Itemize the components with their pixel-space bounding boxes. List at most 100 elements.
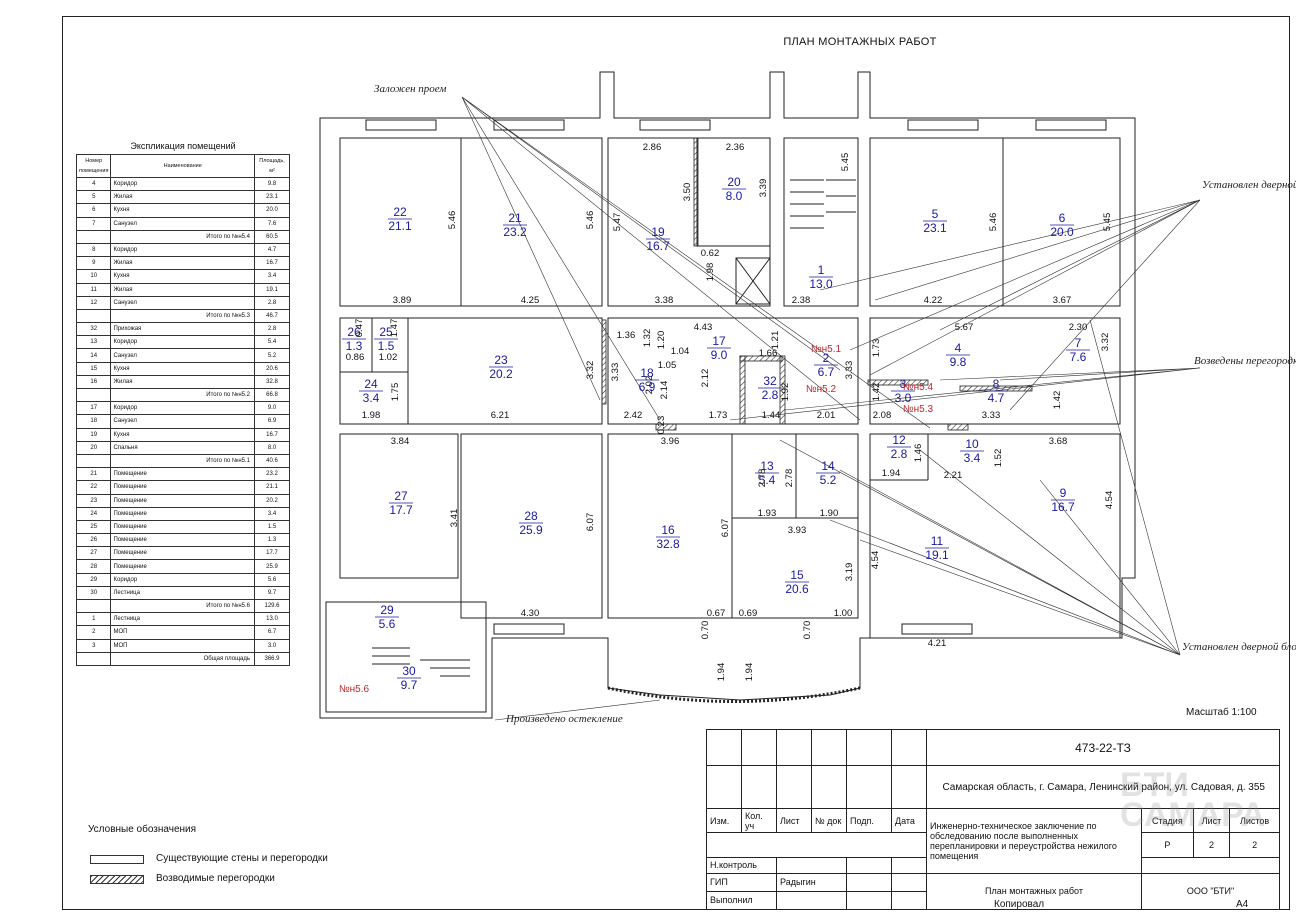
room-area-label: 25.9 bbox=[519, 523, 543, 537]
room-number-label: 24 bbox=[364, 377, 378, 391]
org: ООО "БТИ" bbox=[1141, 872, 1280, 911]
room-number-label: 8 bbox=[993, 377, 1000, 391]
dimension-label: 0.69 bbox=[739, 608, 758, 619]
dimension-label: 3.41 bbox=[449, 509, 460, 528]
unit-label: №н5.1 bbox=[811, 344, 842, 355]
room-number: 18 bbox=[75, 414, 112, 429]
dimension-label: 3.50 bbox=[682, 183, 693, 202]
dimension-label: 1.02 bbox=[379, 352, 398, 363]
room-number-label: 10 bbox=[965, 437, 979, 451]
dimension-label: 3.33 bbox=[844, 361, 855, 380]
annot-door1: Установлен дверной блок bbox=[1202, 179, 1296, 191]
h-list: Лист bbox=[776, 808, 812, 833]
sheet-label: Лист bbox=[1192, 808, 1231, 833]
room-number-label: 22 bbox=[393, 205, 407, 219]
room-number-label: 30 bbox=[402, 664, 416, 678]
dimension-label: 2.42 bbox=[624, 410, 643, 421]
room-area-label: 1.5 bbox=[378, 339, 395, 353]
drawing-frame bbox=[62, 16, 1290, 910]
room-number-label: 11 bbox=[931, 534, 944, 548]
dimension-label: 3.32 bbox=[1100, 333, 1111, 352]
dimension-label: 1.44 bbox=[762, 410, 781, 421]
dimension-label: 1.93 bbox=[758, 508, 777, 519]
room-area-label: 8.0 bbox=[726, 189, 743, 203]
dimension-label: 5.45 bbox=[1102, 213, 1113, 232]
room-number-label: 28 bbox=[524, 509, 538, 523]
vypolnil: Выполнил bbox=[706, 890, 777, 911]
explication-title: Экспликация помещений bbox=[130, 141, 236, 151]
room-number-label: 7 bbox=[1075, 336, 1082, 350]
room-area-label: 16.7 bbox=[1051, 500, 1075, 514]
room-number-label: 19 bbox=[651, 225, 665, 239]
dimension-label: 1.36 bbox=[617, 330, 636, 341]
room-number-label: 9 bbox=[1060, 486, 1067, 500]
dimension-label: 1.94 bbox=[744, 663, 755, 682]
title-block: 473-22-ТЗ Самарская область, г. Самара, … bbox=[706, 728, 1280, 911]
dimension-label: 3.96 bbox=[661, 436, 680, 447]
dimension-label: 6.07 bbox=[585, 513, 596, 532]
dimension-label: 2.01 bbox=[817, 410, 836, 421]
room-area: 13.0 bbox=[254, 612, 290, 627]
address: Самарская область, г. Самара, Ленинский … bbox=[926, 765, 1280, 810]
dimension-label: 0.70 bbox=[802, 621, 813, 640]
room-area-label: 4.7 bbox=[988, 391, 1005, 405]
annot-door2: Установлен дверной блок bbox=[1182, 641, 1296, 653]
room-area-label: 7.6 bbox=[1070, 350, 1087, 364]
room-area-label: 5.2 bbox=[820, 473, 837, 487]
h-ndok: № док bbox=[811, 808, 847, 833]
room-area-label: 2.8 bbox=[762, 388, 779, 402]
dimension-label: 2.36 bbox=[726, 142, 745, 153]
dimension-label: 1.94 bbox=[716, 663, 727, 682]
dimension-label: 1.75 bbox=[390, 383, 401, 402]
nkontr: Н.контроль bbox=[706, 856, 777, 874]
doc-code: 473-22-ТЗ bbox=[926, 728, 1280, 767]
room-number-label: 2 bbox=[823, 351, 830, 365]
dimension-label: 2.78 bbox=[757, 469, 768, 488]
dimension-label: 3.93 bbox=[788, 525, 807, 536]
room-number: 13 bbox=[75, 335, 112, 350]
room-area-label: 2.8 bbox=[891, 447, 908, 461]
dimension-label: 5.46 bbox=[988, 213, 999, 232]
room-number-label: 1 bbox=[818, 263, 825, 277]
room-number-label: 17 bbox=[712, 334, 726, 348]
room-number-label: 25 bbox=[379, 325, 393, 339]
dimension-label: 5.46 bbox=[447, 211, 458, 230]
room-area-label: 9.8 bbox=[950, 355, 967, 369]
org-name: ООО "БТИ" bbox=[1186, 886, 1235, 897]
room-number: 10 bbox=[75, 269, 112, 284]
dimension-label: 1.73 bbox=[871, 339, 882, 358]
dimension-label: 3.39 bbox=[758, 179, 769, 198]
room-area-label: 3.4 bbox=[363, 391, 380, 405]
legend-new-label: Возводимые перегородки bbox=[156, 873, 275, 884]
unit-label: №н5.6 bbox=[339, 684, 370, 695]
room-number: 3 bbox=[75, 638, 112, 653]
room-area-label: 23.2 bbox=[503, 225, 527, 239]
room-area-label: 5.4 bbox=[759, 473, 776, 487]
h-podp: Подп. bbox=[846, 808, 892, 833]
dimension-label: 0.86 bbox=[346, 352, 365, 363]
dimension-label: 0.67 bbox=[707, 608, 726, 619]
col-name: Наименование bbox=[110, 154, 255, 178]
room-area-label: 3.4 bbox=[964, 451, 981, 465]
room-number-label: 29 bbox=[380, 603, 394, 617]
stage: Р bbox=[1141, 832, 1194, 858]
legend-existing-swatch bbox=[90, 855, 144, 864]
room-area: 6.7 bbox=[254, 625, 290, 640]
dimension-label: 4.43 bbox=[694, 322, 713, 333]
legend-existing-label: Существующие стены и перегородки bbox=[156, 853, 328, 864]
room-number-label: 5 bbox=[932, 207, 939, 221]
dimension-label: 1.20 bbox=[656, 331, 667, 350]
dimension-label: 0.47 bbox=[354, 319, 365, 338]
dimension-label: 3.32 bbox=[585, 361, 596, 380]
dimension-label: 1.42 bbox=[871, 383, 882, 402]
legend-new-swatch bbox=[90, 875, 144, 884]
sheets: 2 bbox=[1229, 832, 1280, 858]
